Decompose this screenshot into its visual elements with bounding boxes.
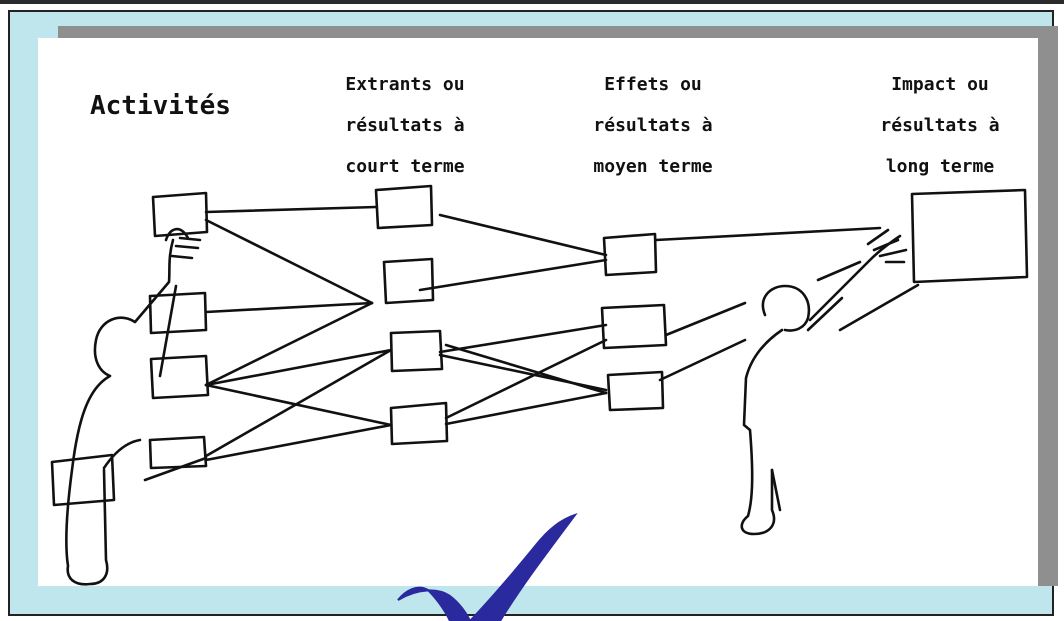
impact-box [910, 188, 1029, 284]
column-header-impact: Impact ou résultats à long terme [880, 74, 1000, 177]
output-boxes [374, 184, 449, 446]
column-header-outcomes: Effets ou résultats à moyen terme [593, 74, 713, 177]
person-left-figure [50, 227, 202, 586]
activity-boxes [148, 191, 210, 470]
connector-lines [143, 205, 920, 482]
top-border-line [0, 0, 1064, 4]
outcome-boxes [600, 232, 668, 412]
column-header-activities: Activités [90, 91, 231, 121]
column-header-outputs: Extrants ou résultats à court terme [345, 74, 465, 177]
checkmark-icon [397, 513, 578, 621]
person-right-figure [740, 228, 908, 536]
